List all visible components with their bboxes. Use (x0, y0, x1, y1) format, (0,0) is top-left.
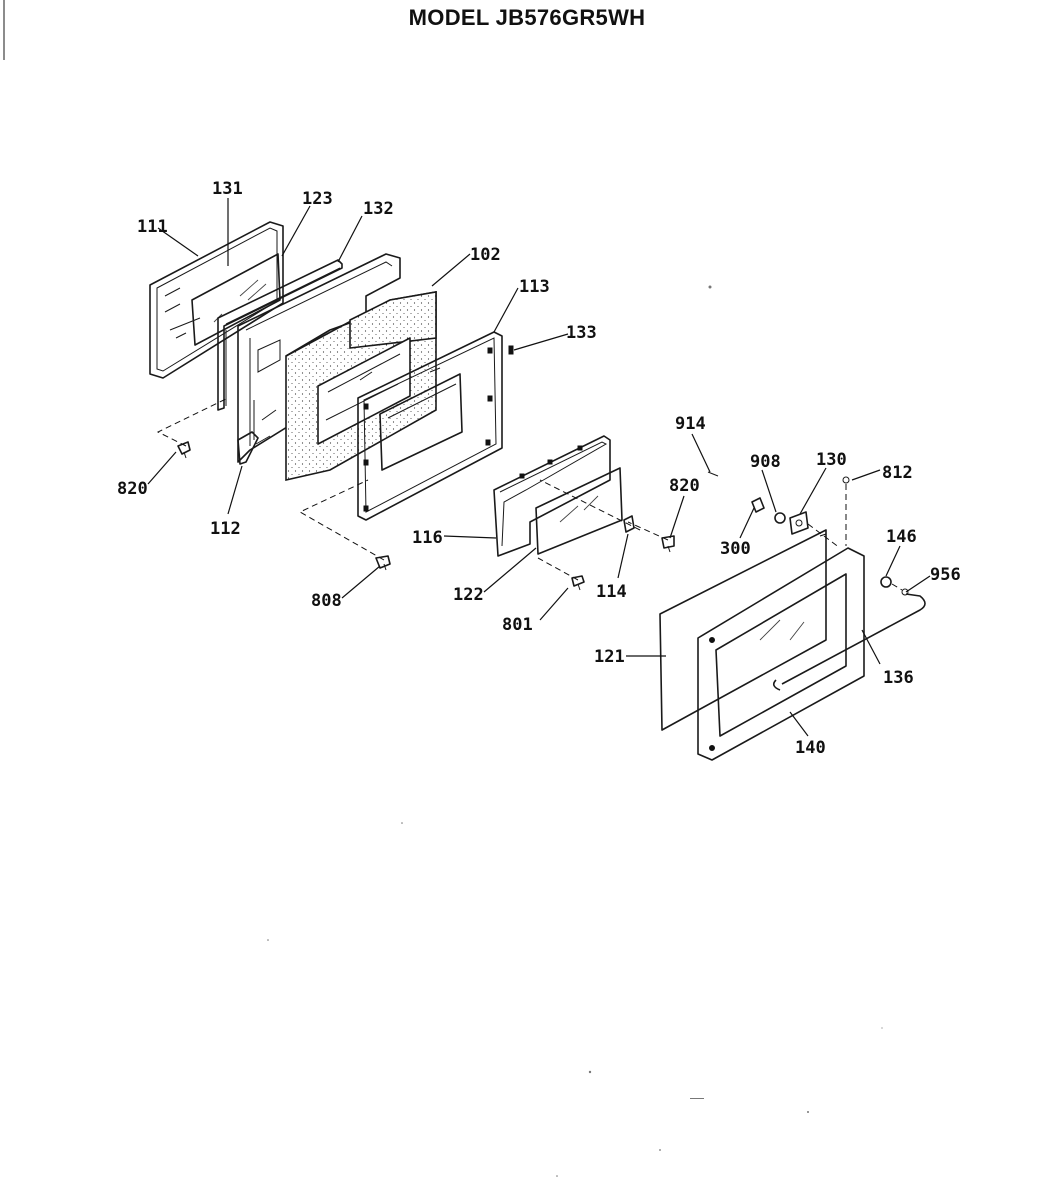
callout-808: 808 (311, 591, 342, 611)
assembly-lines (156, 397, 903, 591)
callout-113: 113 (519, 277, 550, 297)
callout-146: 146 (886, 527, 917, 547)
part-122-window-glass (535, 467, 623, 555)
leader-lines (147, 198, 931, 737)
callout-116: 116 (412, 528, 443, 548)
callout-136: 136 (883, 668, 914, 688)
part-131-glass (191, 253, 281, 346)
part-300-spacer (751, 497, 765, 513)
callout-300: 300 (720, 539, 751, 559)
scan-specks (267, 285, 883, 1177)
part-140-outer-door (697, 547, 865, 761)
callout-140: 140 (795, 738, 826, 758)
callout-820-right: 820 (669, 476, 700, 496)
callout-labels: 111 131 123 132 102 113 133 820 112 116 … (117, 179, 961, 758)
part-812-rivet (842, 476, 850, 484)
part-146-end-cap (880, 576, 892, 588)
part-116-window-frame (493, 435, 611, 557)
callout-956: 956 (930, 565, 961, 585)
part-908-washer (774, 512, 786, 524)
part-121-outer-glass (659, 529, 827, 731)
part-112-hinge (237, 431, 259, 465)
screw-808 (375, 555, 391, 571)
callout-914: 914 (675, 414, 706, 434)
callout-123: 123 (302, 189, 333, 209)
callout-801: 801 (502, 615, 533, 635)
callout-111: 111 (137, 217, 168, 237)
callout-820-left: 820 (117, 479, 148, 499)
part-114-bracket (623, 515, 635, 533)
screw-820-left (177, 441, 191, 459)
callout-131: 131 (212, 179, 243, 199)
part-956-screw (901, 588, 909, 596)
page-title: MODEL JB576GR5WH (408, 5, 646, 30)
part-914-pin (707, 471, 719, 477)
part-136-handle (772, 593, 926, 691)
callout-812: 812 (882, 463, 913, 483)
callout-102: 102 (470, 245, 501, 265)
callout-132: 132 (363, 199, 394, 219)
callout-114: 114 (596, 582, 627, 602)
part-132-liner (237, 253, 401, 463)
callout-121: 121 (594, 647, 625, 667)
part-111-door-frame (149, 221, 284, 379)
callout-133: 133 (566, 323, 597, 343)
screw-801 (571, 575, 585, 591)
part-133-clip (508, 345, 514, 355)
callout-122: 122 (453, 585, 484, 605)
callout-130: 130 (816, 450, 847, 470)
part-102-insulation (285, 291, 437, 482)
part-130-cam (789, 511, 809, 535)
callout-112: 112 (210, 519, 241, 539)
callout-908: 908 (750, 452, 781, 472)
